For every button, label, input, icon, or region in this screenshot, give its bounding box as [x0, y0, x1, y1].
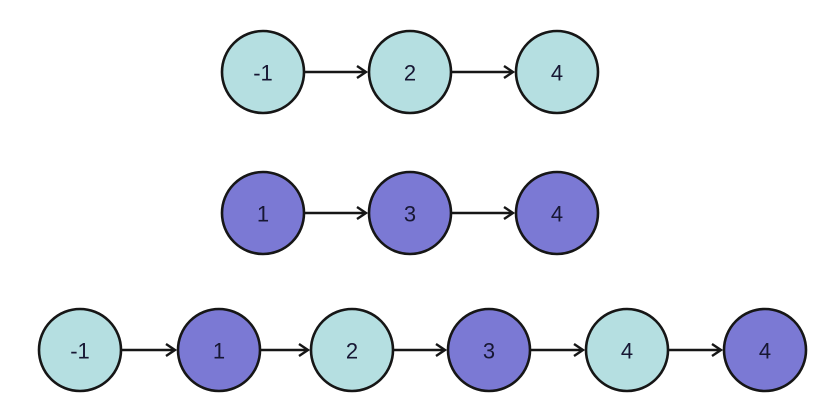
node-label: 1: [213, 339, 225, 364]
diagram-root: -1 2 4 1 3 4 -1 1 2 3 4 4: [37, 29, 808, 393]
edge-merged-list-2: [394, 343, 448, 357]
node-list-a-0[interactable]: -1: [220, 29, 306, 115]
node-shape: [367, 170, 453, 256]
node-list-a-2[interactable]: 4: [514, 29, 600, 115]
node-row-list-a: -1 2 4: [220, 29, 600, 115]
node-row-merged-list: -1 1 2 3 4 4: [37, 307, 808, 393]
edge-merged-list-3: [531, 343, 586, 357]
node-list-b-2[interactable]: 4: [514, 170, 600, 256]
node-merged-list-1[interactable]: 1: [176, 307, 262, 393]
node-shape: [37, 307, 123, 393]
node-shape: [220, 170, 306, 256]
node-label: 2: [404, 61, 416, 86]
node-shape: [220, 29, 306, 115]
edge-list-a-1: [452, 65, 516, 79]
edge-merged-list-1: [261, 343, 311, 357]
node-merged-list-4[interactable]: 4: [584, 307, 670, 393]
node-merged-list-3[interactable]: 3: [446, 307, 532, 393]
node-label: 4: [551, 202, 563, 227]
node-merged-list-2[interactable]: 2: [309, 307, 395, 393]
edge-list-b-1: [452, 206, 516, 220]
edge-merged-list-0: [122, 343, 178, 357]
node-list-a-1[interactable]: 2: [367, 29, 453, 115]
node-shape: [514, 170, 600, 256]
edge-list-b-0: [305, 206, 369, 220]
node-label: 3: [404, 202, 416, 227]
node-label: 2: [346, 339, 358, 364]
node-shape: [309, 307, 395, 393]
node-shape: [446, 307, 532, 393]
node-label: 4: [551, 61, 563, 86]
node-merged-list-5[interactable]: 4: [722, 307, 808, 393]
edge-list-a-0: [305, 65, 369, 79]
node-shape: [176, 307, 262, 393]
node-list-b-0[interactable]: 1: [220, 170, 306, 256]
node-row-list-b: 1 3 4: [220, 170, 600, 256]
node-shape: [367, 29, 453, 115]
node-merged-list-0[interactable]: -1: [37, 307, 123, 393]
node-label: 4: [621, 339, 633, 364]
node-label: -1: [253, 61, 273, 86]
node-label: 3: [483, 339, 495, 364]
node-label: 1: [257, 202, 269, 227]
edge-merged-list-4: [669, 343, 724, 357]
node-label: 4: [759, 339, 771, 364]
node-shape: [722, 307, 808, 393]
node-list-b-1[interactable]: 3: [367, 170, 453, 256]
node-shape: [584, 307, 670, 393]
node-label: -1: [70, 339, 90, 364]
node-shape: [514, 29, 600, 115]
